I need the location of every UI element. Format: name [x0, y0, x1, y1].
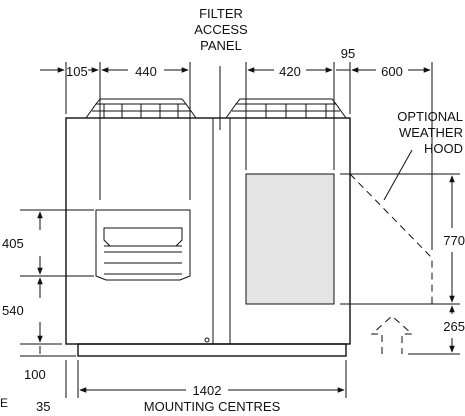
dim-left-540: 540 [2, 303, 24, 318]
base-frame [77, 343, 347, 357]
dim-right-770: 770 [443, 233, 465, 248]
optional-label-line1: OPTIONAL [397, 109, 463, 124]
right-fan-guard [225, 98, 347, 119]
edge-letter: E [0, 396, 8, 410]
filter-label-line2: ACCESS [194, 22, 248, 37]
airflow-arrow-icon [370, 315, 414, 354]
left-grille [95, 209, 191, 281]
left-fan-guard [85, 98, 197, 119]
dim-bottom-1402: 1402 [193, 383, 222, 398]
dim-top-600: 600 [381, 64, 403, 79]
dim-right-265: 265 [443, 319, 465, 334]
dim-top-105: 105 [66, 64, 88, 79]
optional-label-line3: HOOD [424, 141, 463, 156]
dim-top-440: 440 [135, 64, 157, 79]
filter-access-panel [212, 117, 231, 345]
dim-bottom-35: 35 [36, 399, 50, 414]
dim-top-420: 420 [279, 64, 301, 79]
dim-left-405: 405 [2, 236, 24, 251]
filter-label-line1: FILTER [199, 6, 243, 21]
dim-left-100: 100 [24, 367, 46, 382]
optional-label-line2: WEATHER [399, 125, 463, 140]
dim-top-95: 95 [341, 46, 355, 61]
mounting-centres-label: MOUNTING CENTRES [144, 399, 281, 414]
right-coil-panel [245, 173, 335, 305]
panel-handle-icon [204, 337, 210, 343]
weather-hood-outline [349, 173, 433, 305]
filter-label-line3: PANEL [200, 38, 242, 53]
